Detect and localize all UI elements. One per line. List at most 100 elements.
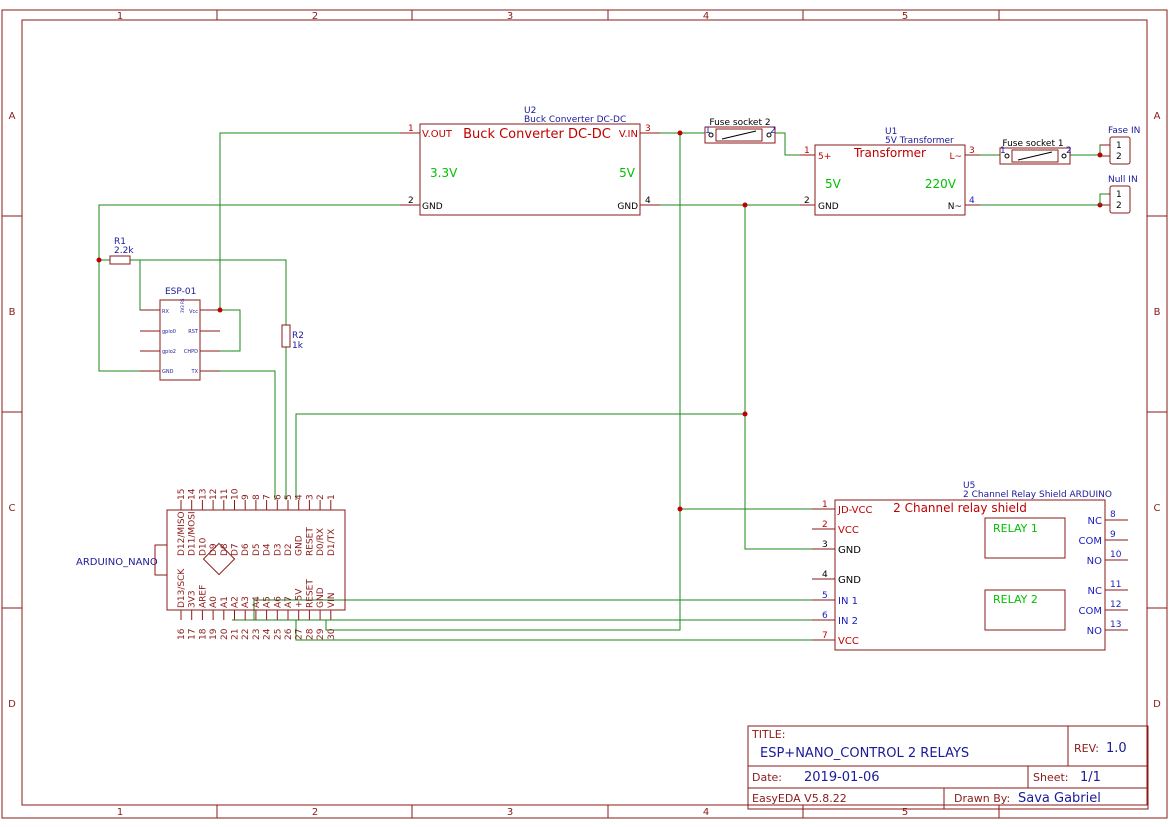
u5-left-pin-name: GND [838,545,861,556]
frame-row-labels: A B C D A B C D [8,111,1161,710]
fuse1-pin1: 1 [1000,146,1006,156]
nano-bot-pin-name: A2 [231,596,241,608]
fase-in-pin1: 1 [1116,141,1122,151]
esp01-ref: ESP-01 [165,287,196,297]
nano-top-pin-name: D2 [284,543,294,556]
nano-bot-pin-num: 21 [231,629,241,640]
fase-in-label: Fase IN [1108,126,1140,136]
u5-left-pin-num: 6 [822,611,828,621]
u2-pin4-name: GND [617,202,638,212]
u1-pin3-num: 3 [969,146,975,156]
u2-pin4-num: 4 [645,196,651,206]
u5-left-pin-num: 4 [822,570,828,580]
nano-top-pin-name: D5 [252,543,262,556]
fuse-socket-1[interactable]: Fuse socket 1 1 2 [999,139,1072,165]
row-label-b-right: B [1154,307,1161,318]
row-label-c-right: C [1154,503,1161,514]
nano-top-pin-name: D3 [273,543,283,556]
esp01-pin-rx: RX [162,309,169,315]
u5-right-pin-num: 9 [1110,530,1116,540]
nano-bot-pin-name: A5 [263,596,273,608]
nano-bot-pin-name: A6 [273,596,283,608]
esp01-pin-vcc: Vcc [189,309,198,315]
esp01-pin-rst: RST [188,329,199,335]
null-in-connector[interactable]: Null IN 1 2 [1099,175,1138,214]
resistor-r2[interactable]: R2 1k [281,324,304,351]
r1-ref: R1 [114,237,126,247]
esp01-module[interactable]: ESP-01 RX gpio0 gpio2 GND Vcc RST CHPD T… [140,287,220,381]
null-in-pin2: 2 [1116,201,1122,211]
nano-top-pin-num: 3 [305,494,315,500]
nano-bot-pin-name: VIN [327,592,337,608]
junction-dot [742,411,748,417]
nano-top-pin-name: D0/RX [316,528,326,556]
nano-bot-pin-num: 25 [273,629,283,640]
u5-right-pin-num: 13 [1110,620,1121,630]
nano-bot-pin-num: 26 [284,628,294,640]
row-label-b: B [9,307,16,318]
null-in-label: Null IN [1108,175,1138,185]
nano-bot-pin-name: 3V3 [188,590,198,608]
resistor-r1[interactable]: R1 2.2k [109,237,134,265]
u2-pin3-num: 3 [645,124,651,134]
u5-left-pin-name: VCC [838,525,859,536]
arduino-nano[interactable]: ARDUINO_NANO 15D12/MISO14D11/MOSI13D1012… [76,488,346,640]
transformer-u1[interactable]: U1 5V Transformer 1 5+ 2 GND 3 L~ 4 N~ T… [800,127,980,216]
buck-converter-u2[interactable]: U2 Buck Converter DC-DC 1 V.OUT 2 GND 3 … [400,106,660,216]
junction-dot [1097,152,1103,158]
nano-top-pin-name: D6 [241,543,251,556]
nano-top-pin-num: 12 [209,489,219,500]
esp01-pin-gpio2: gpio2 [162,349,176,355]
nano-top-pin-name: D8 [220,543,230,556]
u5-left-pin-num: 1 [822,500,828,510]
fuse2-pin2: 2 [770,126,776,136]
fuse2-pin1: 1 [705,126,711,136]
col-label-2: 2 [312,11,318,22]
u5-right-pin-name: NO [1087,626,1102,637]
drawn-value: Sava Gabriel [1018,791,1101,806]
nano-top-pin-num: 11 [220,489,230,500]
u5-left-pin-num: 7 [822,631,828,641]
tool-label: EasyEDA V5.8.22 [752,792,847,805]
nano-top-pin-num: 10 [231,488,241,500]
fuse-socket-2[interactable]: Fuse socket 2 1 2 [704,118,776,144]
col-label-4-bottom: 4 [703,807,709,818]
junction-dot [677,130,683,136]
sheet-value: 1/1 [1080,770,1101,785]
nano-bot-pin-name: A1 [220,596,230,608]
u2-pin1-num: 1 [408,124,414,134]
date-label: Date: [752,771,782,784]
u5-left-pin-num: 3 [822,540,828,550]
row-label-d: D [8,699,16,710]
nano-top-pin-name: D11/MOSI [188,511,198,556]
col-label-5-bottom: 5 [902,807,908,818]
rev-value: 1.0 [1106,741,1127,756]
fase-in-connector[interactable]: Fase IN 1 2 [1100,126,1140,165]
nano-top-pin-num: 8 [252,494,262,500]
nano-bot-pins: 16D13/SCK173V318AREF19A020A121A222A323A4… [177,568,337,640]
u5-left-pin-num: 5 [822,591,828,601]
u5-ref: U5 [963,481,975,491]
r2-value: 1k [292,341,304,351]
u1-pin2-name: GND [818,202,839,212]
nano-top-pin-name: D1/TX [327,529,337,556]
nano-label: ARDUINO_NANO [76,557,158,568]
row-label-c: C [9,503,16,514]
r1-value: 2.2k [114,246,134,256]
nano-top-pin-name: D7 [231,543,241,556]
junction-dot [96,257,102,263]
row-label-a-right: A [1154,111,1161,122]
junction-dot [742,202,748,208]
title-block: TITLE: ESP+NANO_CONTROL 2 RELAYS REV: 1.… [747,725,1149,810]
nano-top-pin-num: 14 [188,488,198,500]
u1-pin1-name: 5+ [818,152,831,162]
nano-top-pin-num: 2 [316,494,326,500]
nano-top-pins: 15D12/MISO14D11/MOSI13D1012D911D810D79D6… [177,488,337,556]
null-in-pin1: 1 [1116,190,1122,200]
relay-shield-u5[interactable]: U5 2 Channel Relay Shield ARDUINO 2 Chan… [812,481,1128,651]
esp01-corner: 3V3 RS [180,298,185,313]
nano-bot-pin-num: 30 [327,628,337,640]
